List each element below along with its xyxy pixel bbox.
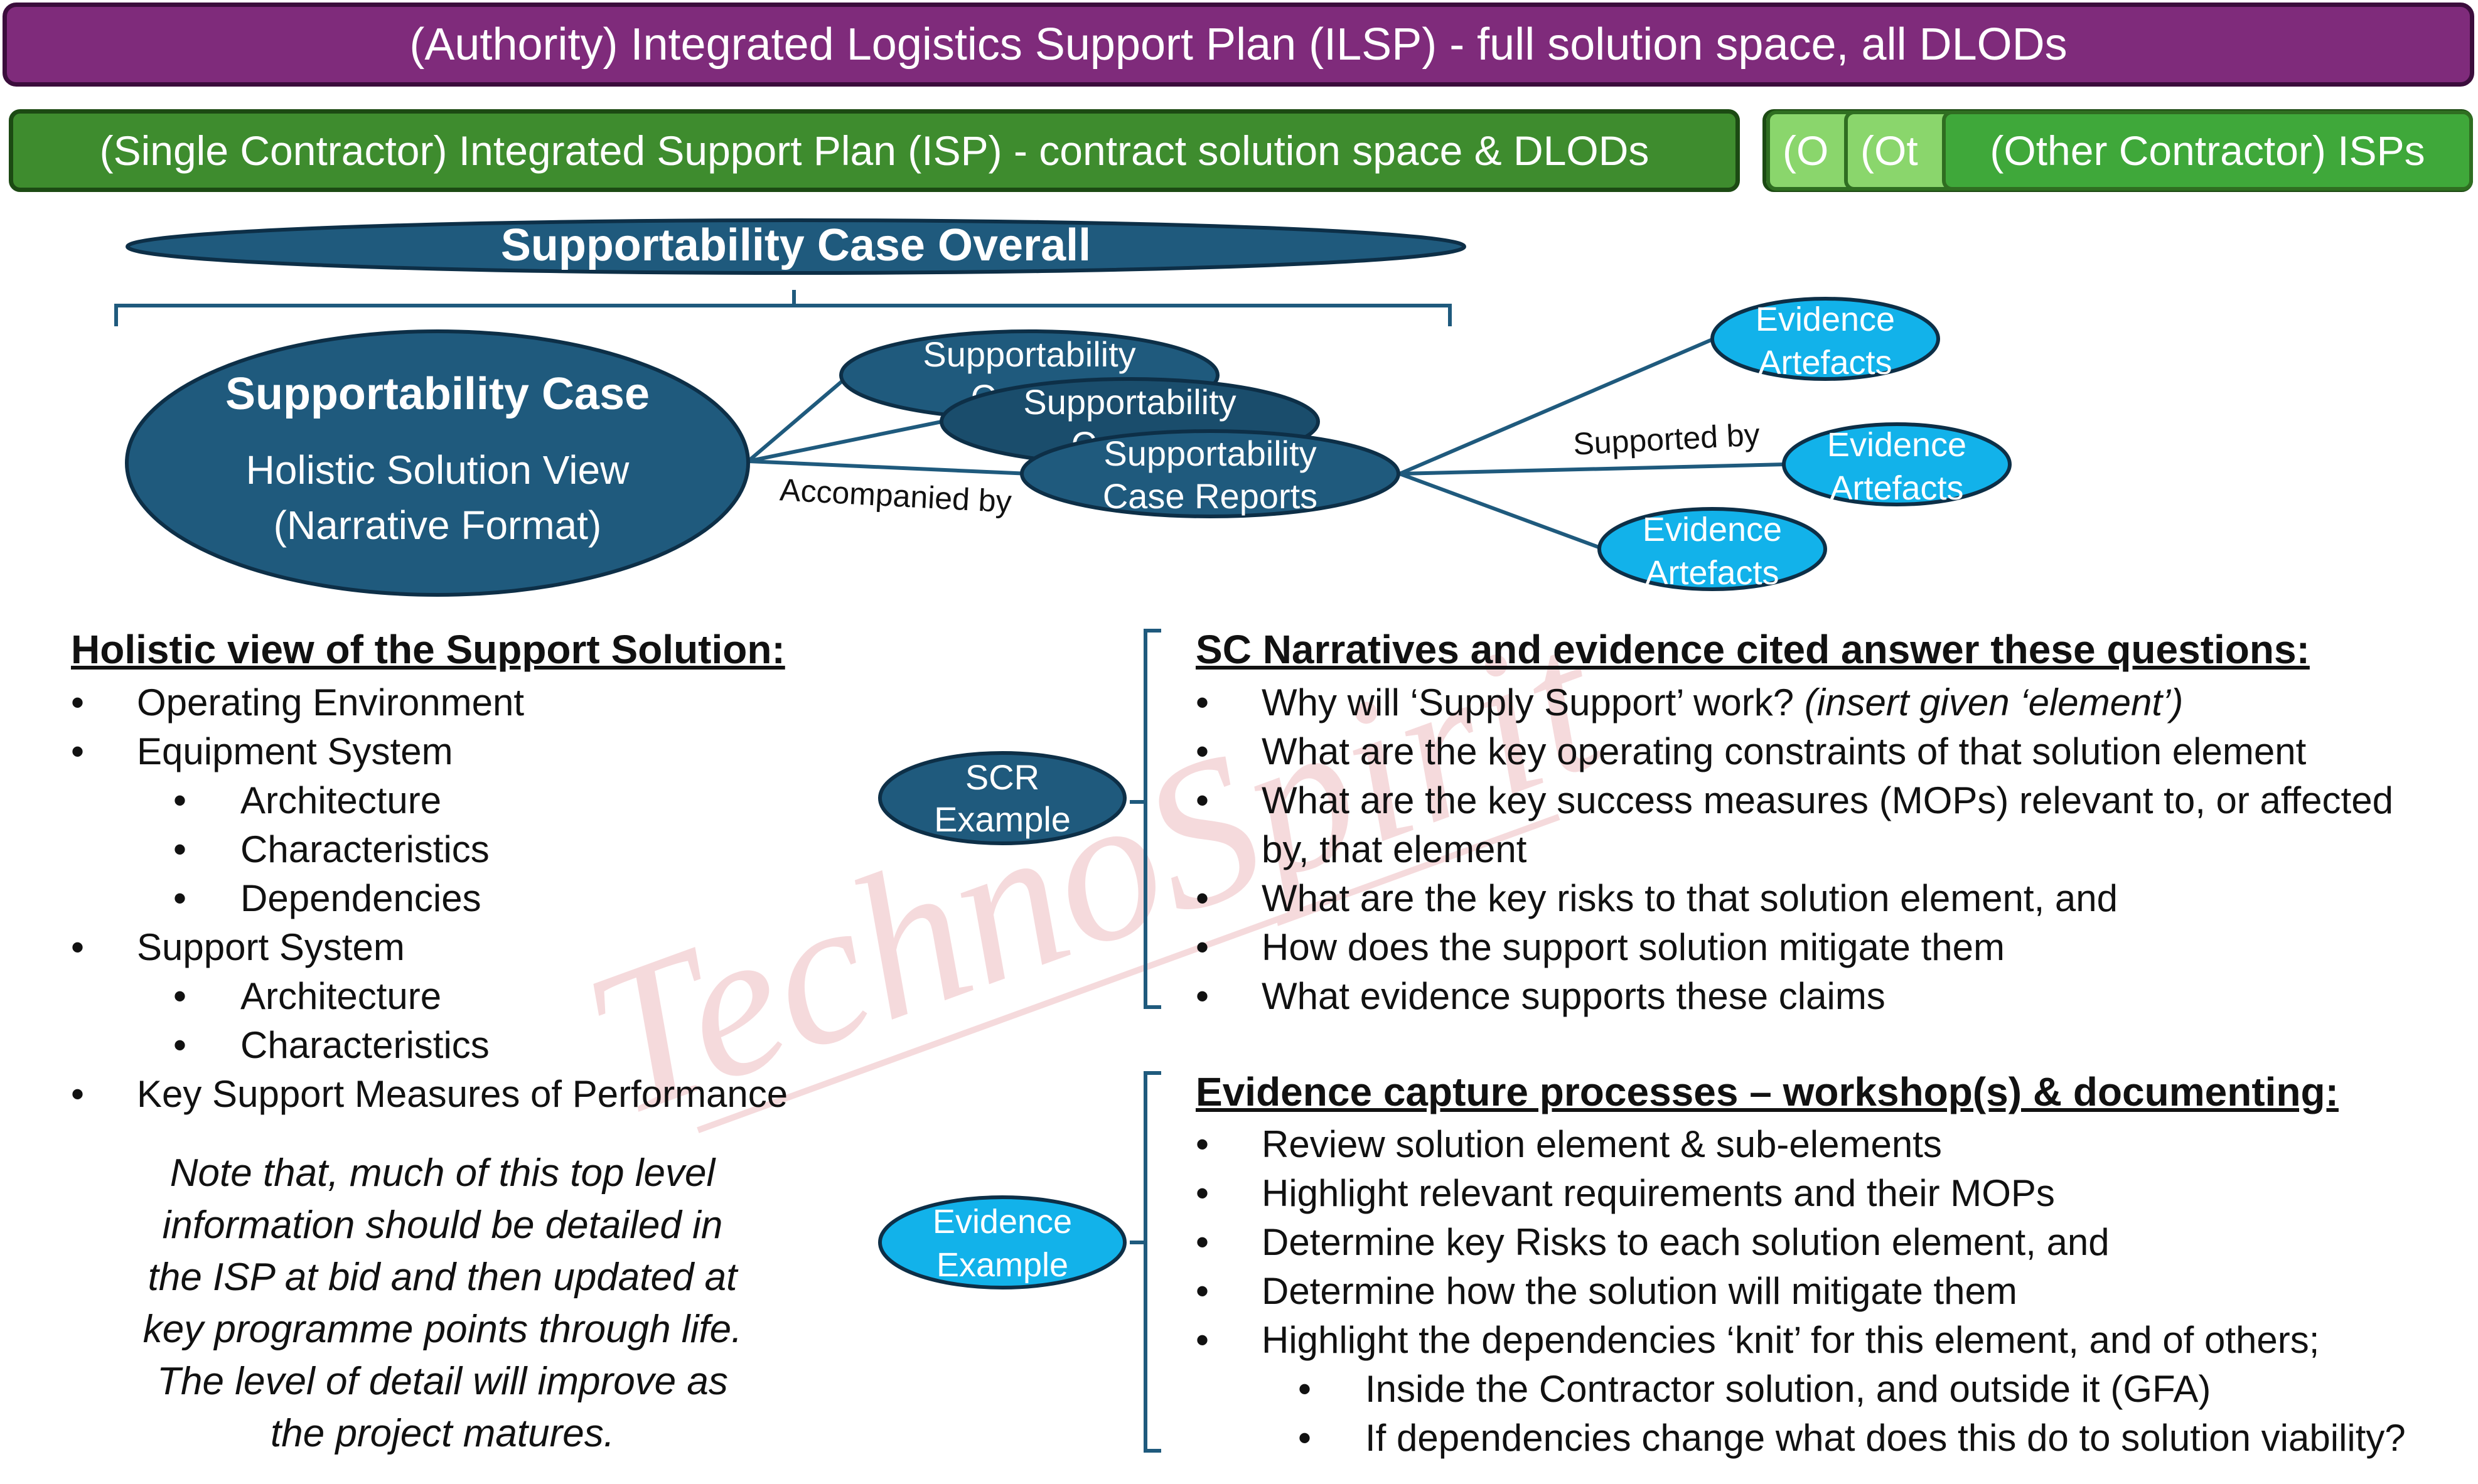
ilsp-banner-label: (Authority) Integrated Logistics Support… [409,19,2068,70]
list-item: Equipment System [71,727,788,776]
other-isps-banner: (Other Contractor) ISPs [1942,110,2473,191]
scr-stack: Supportability Case R Supportability Cas… [839,329,1400,518]
evidence-example-line1: Evidence [933,1203,1072,1241]
isp-banner-label: (Single Contractor) Integrated Support P… [99,127,1649,174]
scr-example-line2: Example [934,799,1071,839]
holistic-list: Operating Environment Equipment System A… [71,678,788,1119]
narratives-bracket [1130,629,1161,1009]
list-item: Characteristics [71,1021,788,1070]
supportability-case-line1: Holistic Solution View [246,447,630,493]
note-line: the project matures. [271,1412,614,1455]
scr-mid-line1: Supportability [1023,382,1236,422]
scr-example-line1: SCR [965,757,1039,797]
evidence-artefact-1-line1: Evidence [1756,301,1895,338]
supportability-case-ellipse [125,329,750,597]
list-item: Support System [71,923,788,972]
scr-back-line1: Supportability [923,334,1135,374]
note-line: the ISP at bid and then updated at [148,1256,738,1299]
note-line: key programme points through life. [142,1308,743,1351]
list-item: Characteristics [71,825,788,874]
evidence-artefacts: Evidence Artefacts Evidence Artefacts Ev… [1597,297,2012,592]
list-item: Highlight relevant requirements and thei… [1196,1169,2406,1218]
supported-by-label: Supported by [1572,417,1761,461]
evidence-artefact-3-line1: Evidence [1643,511,1782,548]
list-item: Dependencies [71,874,788,923]
scr-ellipse-front [1020,429,1400,518]
evidence-capture-list: Review solution element & sub-elements H… [1196,1120,2406,1463]
evidence-capture-heading: Evidence capture processes – workshop(s)… [1196,1069,2339,1114]
scr-front-line2: Case Reports [1103,476,1317,516]
evidence-artefact-2-line2: Artefacts [1830,469,1963,507]
list-item: Highlight the dependencies ‘knit’ for th… [1196,1316,2406,1365]
supportability-case-line2: (Narrative Format) [274,503,602,548]
overall-title: Supportability Case Overall [501,220,1091,270]
list-item: Determine how the solution will mitigate… [1196,1267,2406,1316]
accompanied-by-label: Accompanied by [779,472,1012,519]
note-line: Note that, much of this top level [169,1151,716,1195]
note-line: information should be detailed in [162,1204,723,1247]
list-item: Review solution element & sub-elements [1196,1120,2406,1169]
list-item: Architecture [71,776,788,825]
scr-example-ellipse [878,751,1127,845]
list-item: What are the key operating constraints o… [1196,727,2451,776]
supportability-case-title: Supportability Case [225,369,650,419]
list-item: What are the key risks to that solution … [1196,874,2451,923]
list-item: Key Support Measures of Performance [71,1070,788,1119]
holistic-note: Note that, much of this top level inform… [56,1147,829,1460]
ilsp-banner: (Authority) Integrated Logistics Support… [3,3,2474,87]
note-line: The level of detail will improve as [157,1360,728,1403]
evidence-artefact-2 [1782,422,2012,506]
supportability-case-overall-ellipse [126,218,1466,275]
list-item: How does the support solution mitigate t… [1196,923,2451,972]
evidence-artefact-3-line2: Artefacts [1645,554,1779,592]
evidence-artefact-1-line2: Artefacts [1758,344,1892,382]
evidence-example-ellipse [878,1195,1127,1289]
overall-bracket [114,290,1452,326]
list-item: Inside the Contractor solution, and outs… [1196,1365,2406,1414]
connector-lines [747,336,1786,551]
evidence-artefact-1 [1710,297,1940,381]
evidence-artefact-3 [1597,507,1827,591]
list-item: Architecture [71,972,788,1021]
list-item: Why will ‘Supply Support’ work? (insert … [1196,678,2451,727]
list-item: Operating Environment [71,678,788,727]
evidence-example-line2: Example [936,1246,1068,1284]
other-isp-card-middle-label: (Ot [1860,127,1918,174]
evidence-bracket [1130,1071,1161,1453]
evidence-artefact-2-line1: Evidence [1827,426,1966,464]
narratives-list: Why will ‘Supply Support’ work? (insert … [1196,678,2451,1021]
narratives-item1-text: Why will ‘Supply Support’ work? [1262,681,1805,723]
other-isp-card-back-label: (O [1783,127,1829,174]
narratives-item1-italic: (insert given ‘element’) [1804,681,2184,723]
isp-banner: (Single Contractor) Integrated Support P… [9,109,1740,192]
list-item: If dependencies change what does this do… [1196,1414,2406,1463]
list-item: What evidence supports these claims [1196,972,2451,1021]
other-isps-banner-label: (Other Contractor) ISPs [1990,127,2425,174]
scr-front-line1: Supportability [1103,434,1316,473]
narratives-heading: SC Narratives and evidence cited answer … [1196,627,2310,672]
list-item: What are the key success measures (MOPs)… [1196,776,2451,874]
holistic-heading: Holistic view of the Support Solution: [71,627,785,672]
list-item: Determine key Risks to each solution ele… [1196,1218,2406,1267]
